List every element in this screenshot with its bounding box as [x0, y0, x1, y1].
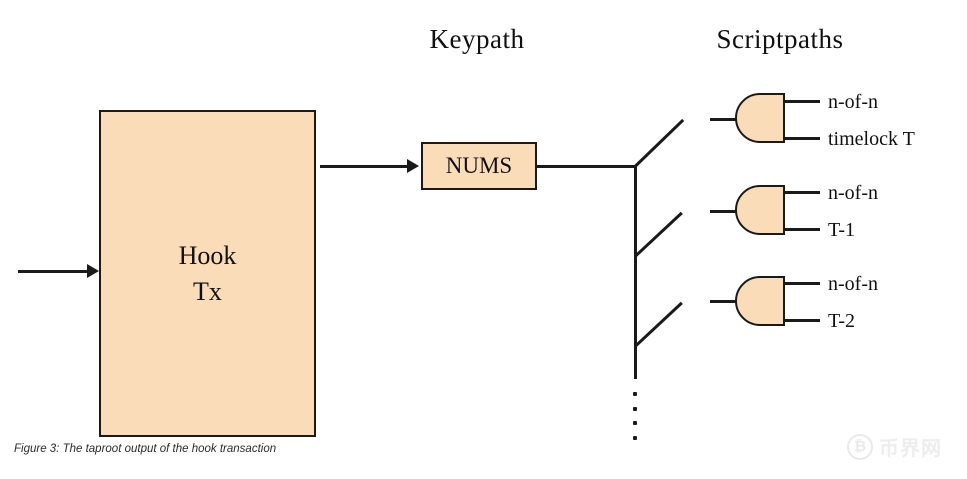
ellipsis-dot — [633, 436, 637, 440]
gate-2-condition-2: T-1 — [828, 219, 856, 241]
gate-1-condition-1: n-of-n — [828, 91, 878, 113]
hook-tx-label-line2: Tx — [193, 276, 222, 306]
ellipsis-dot — [633, 421, 637, 425]
watermark-text: 币界网 — [879, 438, 942, 460]
figure-caption: Figure 3: The taproot output of the hook… — [14, 443, 277, 455]
hook-tx-box: Hook Tx — [99, 110, 316, 437]
ellipsis-dot — [633, 407, 637, 411]
gate-3-output-line-2 — [784, 319, 820, 322]
input-arrow-line — [18, 270, 88, 273]
gate-3-input-line — [710, 300, 737, 303]
scripttree-branch-1 — [633, 118, 685, 168]
gate-3-condition-1: n-of-n — [828, 273, 878, 295]
gate-2-input-line — [710, 210, 737, 213]
gate-3-condition-2: T-2 — [828, 310, 856, 332]
hook-tx-label-line1: Hook — [178, 241, 237, 271]
gate-1-output-line-1 — [784, 100, 820, 103]
ellipsis-dot — [633, 392, 637, 396]
and-gate-3 — [735, 276, 785, 326]
watermark-bitcoin-icon: ₿ — [847, 433, 873, 460]
and-gate-1 — [735, 93, 785, 143]
scripttree-trunk — [634, 165, 637, 379]
hook-to-nums-arrow-head — [407, 159, 419, 173]
gate-1-condition-2: timelock T — [828, 128, 915, 150]
scriptpaths-heading: Scriptpaths — [716, 24, 844, 54]
nums-box: NUMS — [421, 142, 537, 190]
scripttree-branch-2 — [633, 211, 683, 258]
nums-to-tree-line — [537, 165, 636, 168]
hook-to-nums-line — [320, 165, 408, 168]
gate-1-input-line — [710, 118, 737, 121]
gate-2-output-line-2 — [784, 228, 820, 231]
keypath-heading: Keypath — [429, 24, 525, 54]
gate-3-output-line-1 — [784, 282, 820, 285]
gate-1-output-line-2 — [784, 137, 820, 140]
gate-2-output-line-1 — [784, 191, 820, 194]
scripttree-branch-3 — [633, 301, 683, 348]
input-arrow-head — [87, 264, 99, 278]
watermark: ₿ 币界网 — [847, 432, 942, 461]
nums-label: NUMS — [445, 153, 513, 178]
and-gate-2 — [735, 185, 785, 235]
gate-2-condition-1: n-of-n — [828, 182, 878, 204]
